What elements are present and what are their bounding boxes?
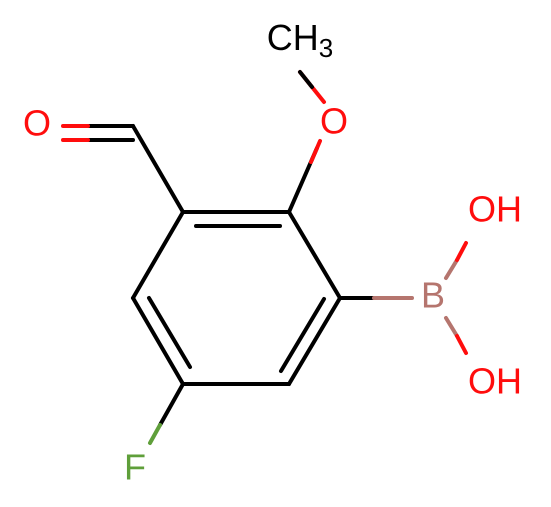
bond-boron-oh-top-red — [455, 241, 468, 262]
ring-bond-3 — [287, 296, 342, 386]
ring-bond-5-inner — [147, 296, 192, 369]
hydroxyl-top-label: OH — [468, 189, 522, 230]
methyl-label: CH3 — [267, 17, 333, 63]
bond-ether-oxygen-methyl-black — [298, 70, 314, 89]
bond-ring-fluorine-green — [148, 423, 162, 445]
ring-bond-2 — [287, 210, 342, 300]
ring-bond-3-inner — [279, 297, 326, 373]
ring-bond-6 — [131, 210, 185, 300]
aldehyde-oxygen-label: O — [23, 103, 51, 144]
bond-boron-oh-bottom — [444, 316, 459, 338]
boron-label: B — [421, 275, 445, 316]
bond-ring-fluorine — [158, 382, 185, 427]
ether-oxygen-label: O — [320, 101, 348, 142]
bond-boron-oh-top — [444, 258, 459, 280]
benzene-ring — [131, 210, 342, 386]
fluorine-label: F — [124, 447, 146, 488]
bond-ring-aldehyde-carbon — [131, 124, 185, 214]
bond-boron-oh-bottom-red — [455, 334, 468, 355]
bond-ring-ether-oxygen-red — [309, 139, 322, 164]
ring-bond-5 — [131, 296, 185, 386]
hydroxyl-bottom-label: OH — [468, 361, 522, 402]
